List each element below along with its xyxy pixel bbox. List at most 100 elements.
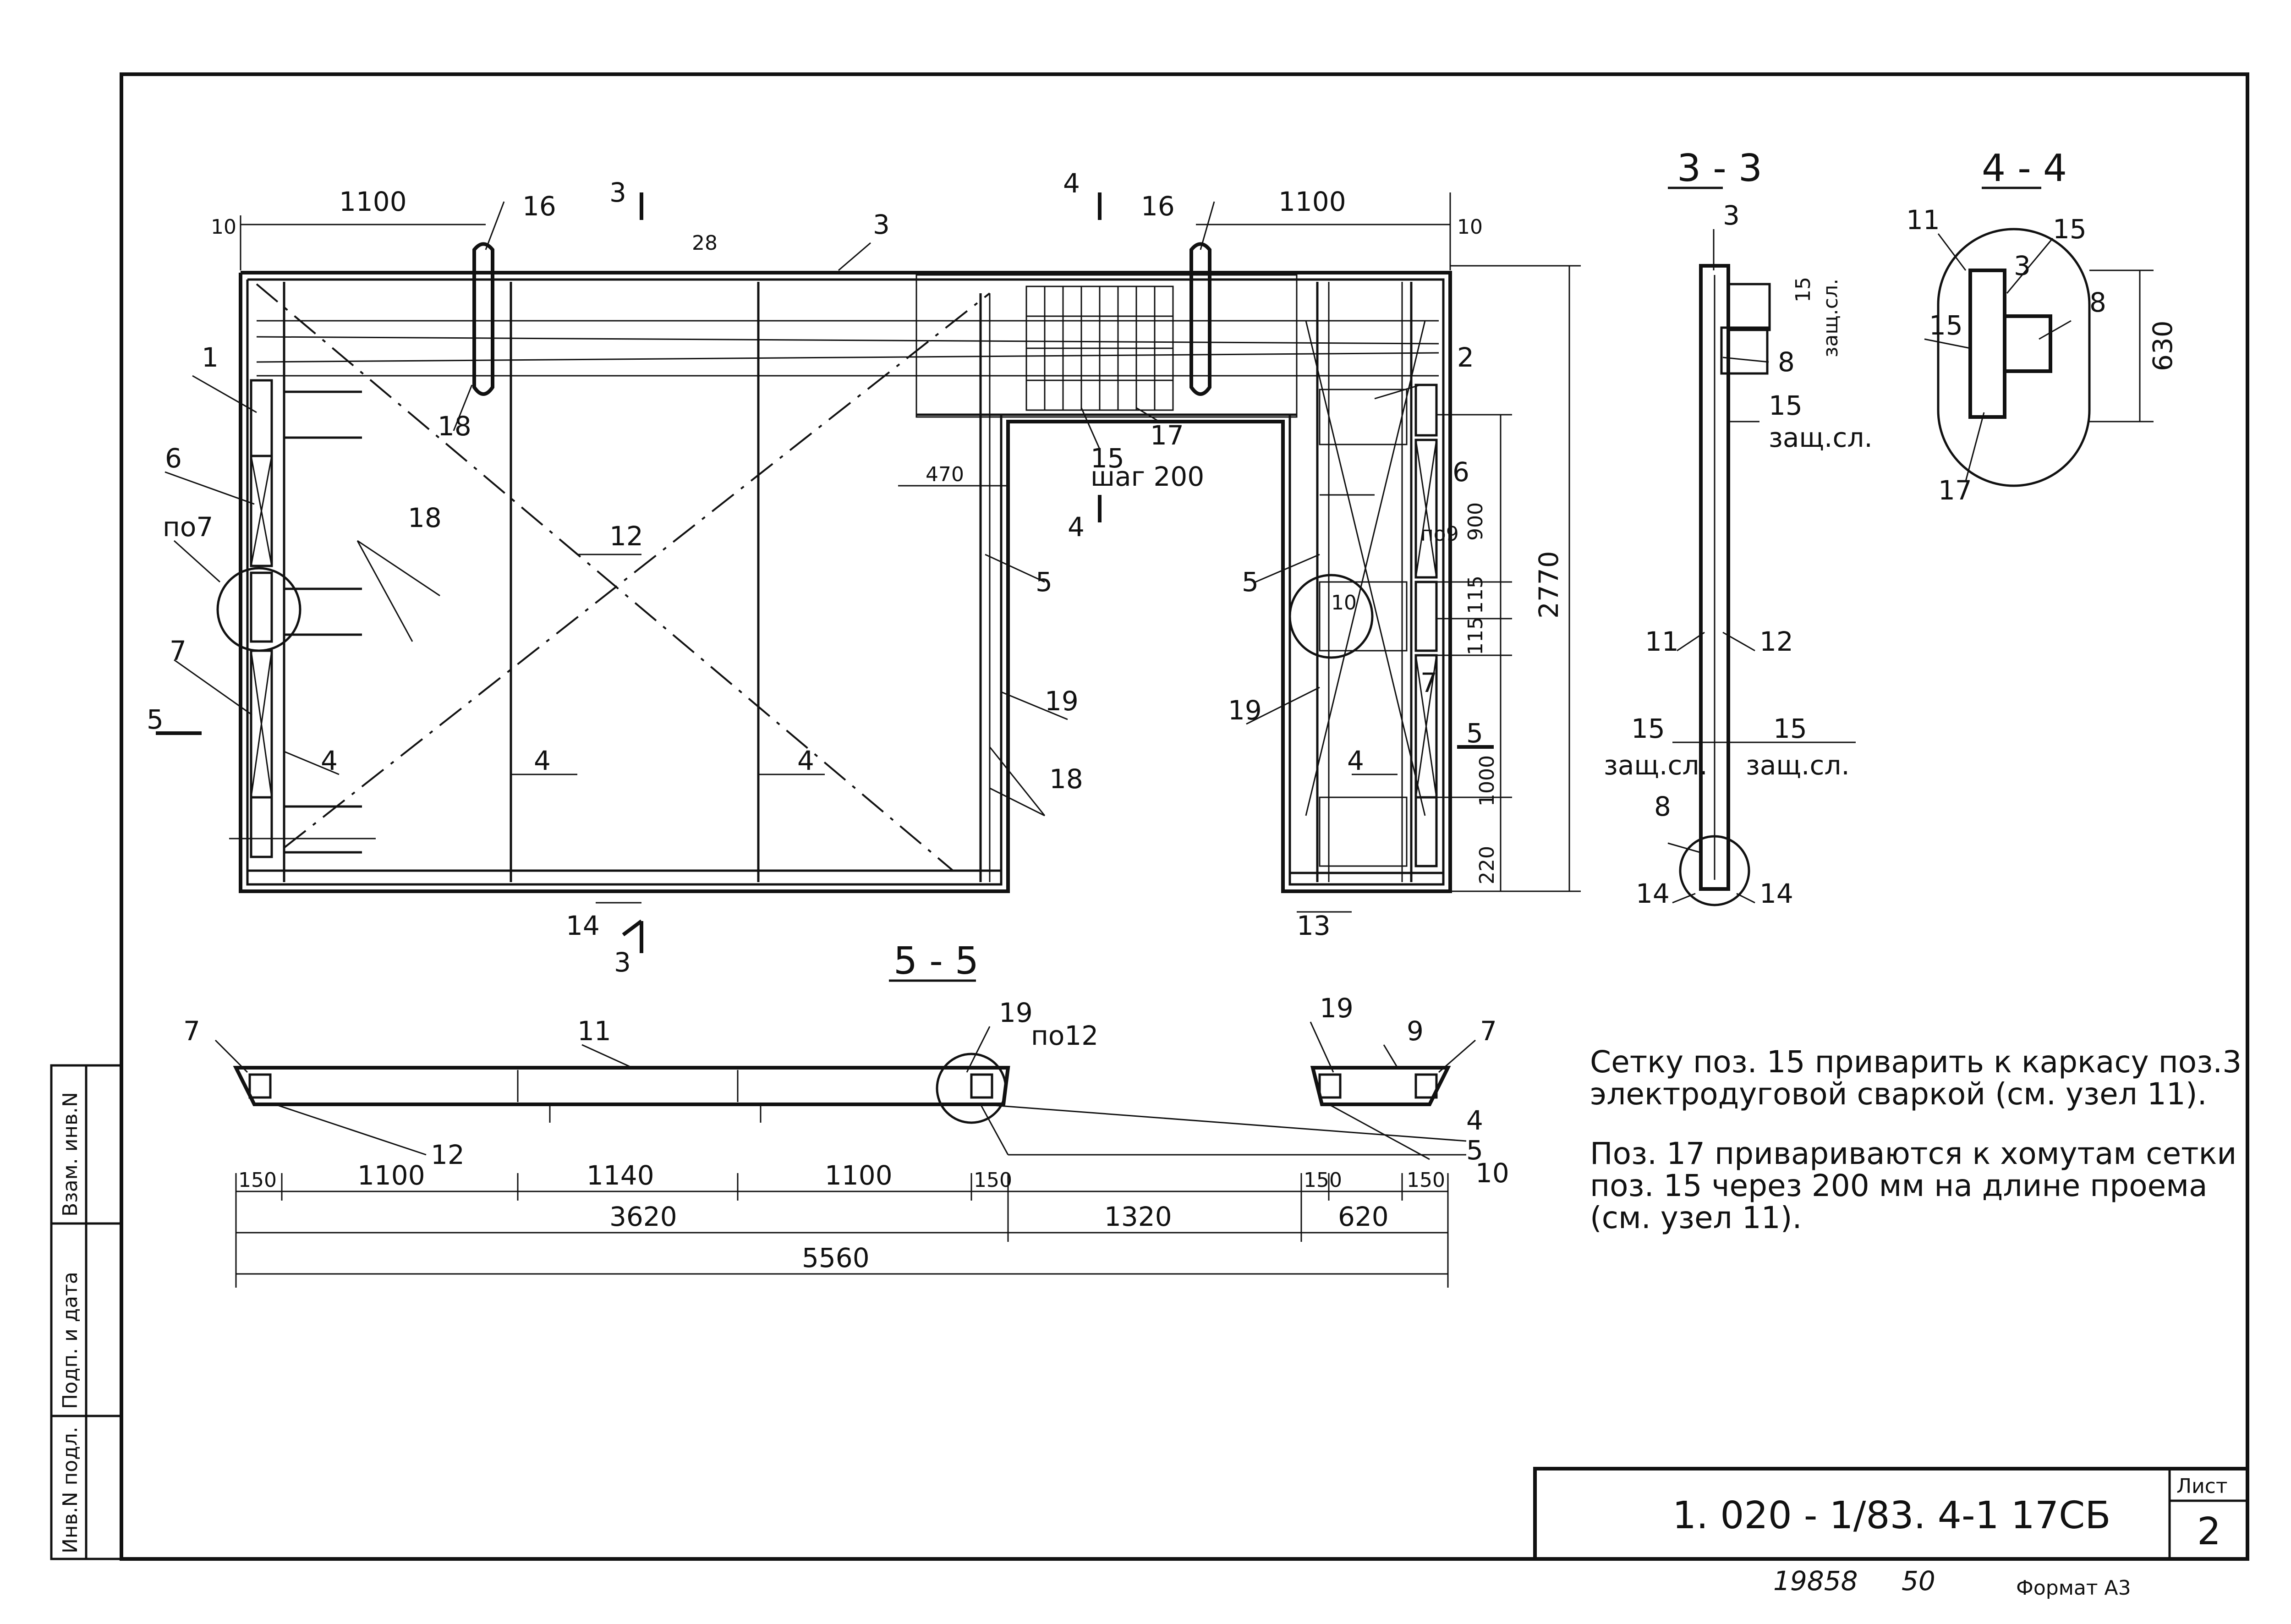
pos-label-18-c: 18 (1049, 763, 1083, 795)
sec33-cover-left-txt: защ.сл. (1604, 750, 1708, 781)
stamp-col-sign: Подп. и дата (59, 1272, 82, 1409)
sec33-label-8: 8 (1778, 346, 1795, 378)
sec44-label-17: 17 (1938, 475, 1972, 506)
dim-right-total: 2770 (1533, 551, 1564, 619)
pos-label-4-c: 4 (797, 745, 814, 776)
callout-right-node: по9 (1420, 522, 1459, 546)
note2-line1: Поз. 17 привариваются к хомутам сетки (1590, 1136, 2236, 1171)
stamp-col-repl: Взам. инв.N (59, 1092, 82, 1217)
stamp-col-inv: Инв.N подл. (59, 1426, 82, 1553)
node-circle-right (1288, 574, 1374, 659)
sec33-label-14a: 14 (1636, 878, 1670, 909)
pos-label-14: 14 (566, 910, 600, 941)
section-mark-4-mid: 4 (1068, 511, 1085, 543)
sheet-label: Лист (2176, 1475, 2228, 1498)
sec33-cover-side-val: 15 (1769, 390, 1803, 421)
dim-right-115a: 115 (1464, 576, 1487, 614)
dim-right-900: 900 (1464, 502, 1487, 541)
sec44-label-11: 11 (1906, 204, 1940, 236)
dim-top-left-len: 1100 (339, 186, 407, 217)
dim-top-right-gap: 10 (1457, 215, 1483, 239)
pos-label-5-a: 5 (1036, 566, 1052, 598)
notes: Сетку поз. 15 приварить к каркасу поз.3 … (1590, 1044, 2242, 1235)
sec55-dim-5560: 5560 (802, 1242, 870, 1273)
section-mark-3-bottom: 3 (614, 947, 631, 978)
pos-label-15: 15 (1091, 443, 1124, 474)
section-5-5 (214, 979, 1476, 1288)
sec33-label-14b: 14 (1759, 878, 1793, 909)
sec55-dim-1320: 1320 (1104, 1201, 1172, 1232)
sec55-label-19a: 19 (999, 997, 1033, 1028)
sec55-title: 5 - 5 (893, 939, 979, 983)
sec33-cover-right-val: 15 (1773, 713, 1807, 744)
pos-label-19-b: 19 (1228, 695, 1262, 726)
sec55-label-10: 10 (1475, 1158, 1509, 1189)
footer-format: Формат А3 (2016, 1576, 2131, 1600)
section-4-4 (1924, 187, 2154, 487)
sec33-cover-left-val: 15 (1631, 713, 1665, 744)
dim-right-1000: 1000 (1475, 755, 1499, 807)
pos-label-4-d: 4 (1347, 745, 1364, 776)
dim-step: шаг 200 (1091, 461, 1204, 492)
sec55-dim-3620: 3620 (609, 1201, 677, 1232)
node-circle-left (216, 567, 301, 652)
sec55-node: по12 (1031, 1020, 1098, 1051)
elevation-labels: 1 2 3 3 4 4 4 4 5 5 6 6 7 7 12 13 14 15 … (147, 168, 1564, 978)
sec33-title: 3 - 3 (1677, 147, 1762, 190)
sec44-label-8: 8 (2089, 287, 2106, 318)
pos-label-13: 13 (1297, 910, 1331, 941)
dim-right-115b: 115 (1464, 617, 1487, 655)
callout-left-node: по7 (163, 511, 213, 543)
pos-label-2: 2 (1457, 342, 1474, 373)
note1-line1: Сетку поз. 15 приварить к каркасу поз.3 (1590, 1044, 2242, 1080)
sec55-label-7a: 7 (183, 1015, 200, 1047)
pos-label-4-b: 4 (534, 745, 551, 776)
pos-label-17: 17 (1150, 420, 1184, 451)
sec55-label-11: 11 (577, 1015, 611, 1047)
footer-number: 19858 (1773, 1565, 1858, 1597)
sec33-label-top: 3 (1723, 200, 1740, 231)
lintel-mesh (1025, 285, 1174, 411)
sec33-cover-right-txt: защ.сл. (1746, 750, 1850, 781)
sec55-dim-1100b: 1100 (825, 1160, 893, 1191)
pos-label-6-b: 6 (1452, 456, 1469, 488)
section-mark-5-right: 5 (1466, 718, 1483, 749)
pos-label-12: 12 (609, 521, 643, 552)
elevation-view (156, 192, 1581, 953)
pos-label-16-b: 16 (1141, 191, 1175, 222)
sec55-label-7b: 7 (1480, 1015, 1497, 1047)
dim-top-right-len: 1100 (1278, 186, 1346, 217)
sec55-dim-1100a: 1100 (357, 1160, 425, 1191)
sec33-cover-top-val: 15 (1792, 277, 1815, 302)
sec55-dim-150b: 150 (974, 1169, 1012, 1192)
sec55-dim-150a: 150 (238, 1169, 277, 1192)
drawing-code: 1. 020 - 1/83. 4-1 17СБ (1672, 1494, 2111, 1537)
pos-label-7-b: 7 (1420, 667, 1437, 698)
section-3-3 (1667, 187, 1856, 906)
section-mark-5-left: 5 (147, 704, 164, 735)
sheet-frame (50, 72, 2249, 1561)
pos-label-3-top: 3 (873, 209, 890, 240)
pos-label-7-a: 7 (170, 635, 186, 666)
sec33-label-11: 11 (1645, 626, 1679, 657)
section-5-5-labels: 5 - 5 7 11 12 19 по12 19 9 7 4 5 10 150 … (183, 939, 1509, 1273)
pos-label-16-a: 16 (522, 191, 556, 222)
sec55-label-5: 5 (1466, 1135, 1483, 1166)
sec55-label-9: 9 (1407, 1015, 1424, 1047)
section-mark-4-top: 4 (1063, 168, 1080, 199)
footer-number-2: 50 (1902, 1565, 1935, 1597)
note2-line2: поз. 15 через 200 мм на длине проема (1590, 1168, 2208, 1203)
sec55-dim-1140: 1140 (586, 1160, 654, 1191)
dim-right-220: 220 (1475, 846, 1499, 884)
sec55-dim-150d: 150 (1407, 1169, 1445, 1192)
sec55-dim-620: 620 (1338, 1201, 1389, 1232)
dim-opening-offset: 470 (926, 463, 964, 486)
side-stamp: Инв.N подл. Подп. и дата Взам. инв.N (59, 1092, 82, 1553)
dim-top-left-gap: 10 (211, 215, 236, 239)
note2-line3: (см. узел 11). (1590, 1200, 1802, 1235)
sec55-label-12: 12 (431, 1139, 465, 1170)
callout-node-ref: 10 (1331, 591, 1357, 614)
sec33-label-12: 12 (1759, 626, 1793, 657)
sec44-label-15b: 15 (1929, 310, 1963, 341)
sec33-cover-side-txt: защ.сл. (1769, 422, 1873, 453)
